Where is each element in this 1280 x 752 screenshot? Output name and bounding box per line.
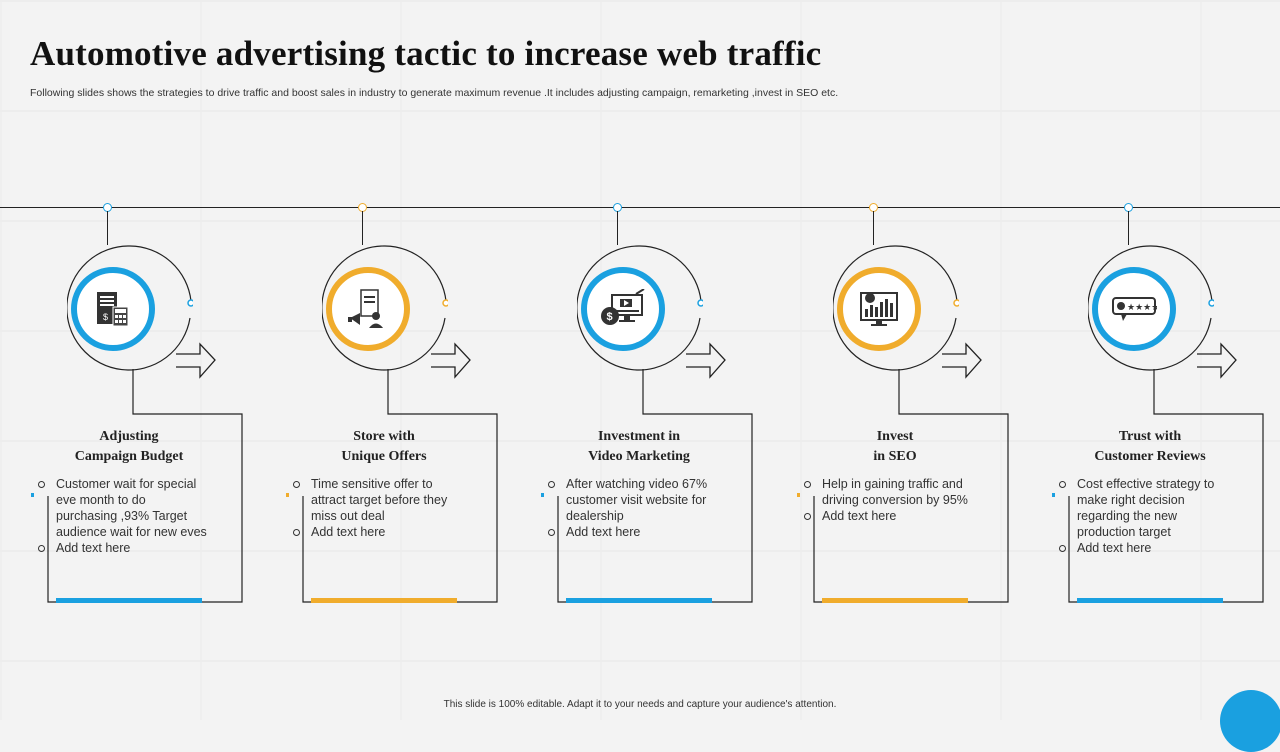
icon-circle: ★★★★ [1092, 267, 1176, 351]
accent-tick [1052, 493, 1055, 497]
accent-tick [797, 493, 800, 497]
connector-line [107, 211, 108, 245]
customer-review-stars-icon: ★★★★ [1112, 297, 1157, 321]
bullet-item: Cost effective strategy to make right de… [1058, 476, 1228, 540]
timeline-line [0, 207, 1280, 208]
icon-circle: $ [71, 267, 155, 351]
slide-title: Automotive advertising tactic to increas… [30, 34, 822, 73]
arrow-right-icon [176, 342, 216, 379]
slide-subtitle: Following slides shows the strategies to… [30, 87, 839, 99]
best-offers-megaphone-icon [348, 289, 383, 328]
content-box-outline [47, 369, 243, 603]
circular-arc [1088, 245, 1214, 371]
icon-circle [837, 267, 921, 351]
arrow-right-icon [431, 342, 471, 379]
bullet-list: After watching video 67% customer visit … [547, 476, 717, 540]
corner-decoration [1220, 690, 1280, 752]
accent-bar [1077, 598, 1223, 603]
connector-line [617, 211, 618, 245]
budget-document-calculator-icon: $ [97, 292, 129, 327]
content-box-outline [557, 369, 753, 603]
bullet-item: Time sensitive offer to attract target b… [292, 476, 462, 524]
bullet-list: Time sensitive offer to attract target b… [292, 476, 462, 540]
accent-bar [56, 598, 202, 603]
svg-text:$: $ [607, 311, 613, 323]
accent-bar [566, 598, 712, 603]
connector-line [873, 211, 874, 245]
background-texture [0, 0, 1280, 720]
circular-arc [322, 245, 448, 371]
content-box-outline [813, 369, 1009, 603]
content-box-outline [302, 369, 498, 603]
bullet-item: Help in gaining traffic and driving conv… [803, 476, 973, 508]
svg-text:★★★★: ★★★★ [1127, 303, 1157, 313]
accent-tick [541, 493, 544, 497]
accent-bar [311, 598, 457, 603]
circular-arc [833, 245, 959, 371]
arrow-right-icon [942, 342, 982, 379]
footer-note: This slide is 100% editable. Adapt it to… [443, 699, 837, 710]
bullet-item: Add text here [803, 508, 973, 524]
icon-circle [326, 267, 410, 351]
seo-analytics-chart-icon [860, 292, 898, 326]
connector-line [362, 211, 363, 245]
svg-text:$: $ [103, 312, 108, 322]
arrow-right-icon [686, 342, 726, 379]
bullet-list: Cost effective strategy to make right de… [1058, 476, 1228, 556]
accent-tick [286, 493, 289, 497]
accent-bar [822, 598, 968, 603]
content-box-outline [1068, 369, 1264, 603]
bullet-item: After watching video 67% customer visit … [547, 476, 717, 524]
bullet-item: Customer wait for special eve month to d… [37, 476, 207, 540]
bullet-list: Customer wait for special eve month to d… [37, 476, 207, 556]
circular-arc [577, 245, 703, 371]
bullet-item: Add text here [37, 540, 207, 556]
circular-arc [67, 245, 193, 371]
arrow-right-icon [1197, 342, 1237, 379]
icon-circle: $ [581, 267, 665, 351]
video-marketing-dollar-icon: $ [601, 289, 645, 325]
bullet-item: Add text here [547, 524, 717, 540]
accent-tick [31, 493, 34, 497]
bullet-item: Add text here [292, 524, 462, 540]
bullet-list: Help in gaining traffic and driving conv… [803, 476, 973, 524]
connector-line [1128, 211, 1129, 245]
bullet-item: Add text here [1058, 540, 1228, 556]
